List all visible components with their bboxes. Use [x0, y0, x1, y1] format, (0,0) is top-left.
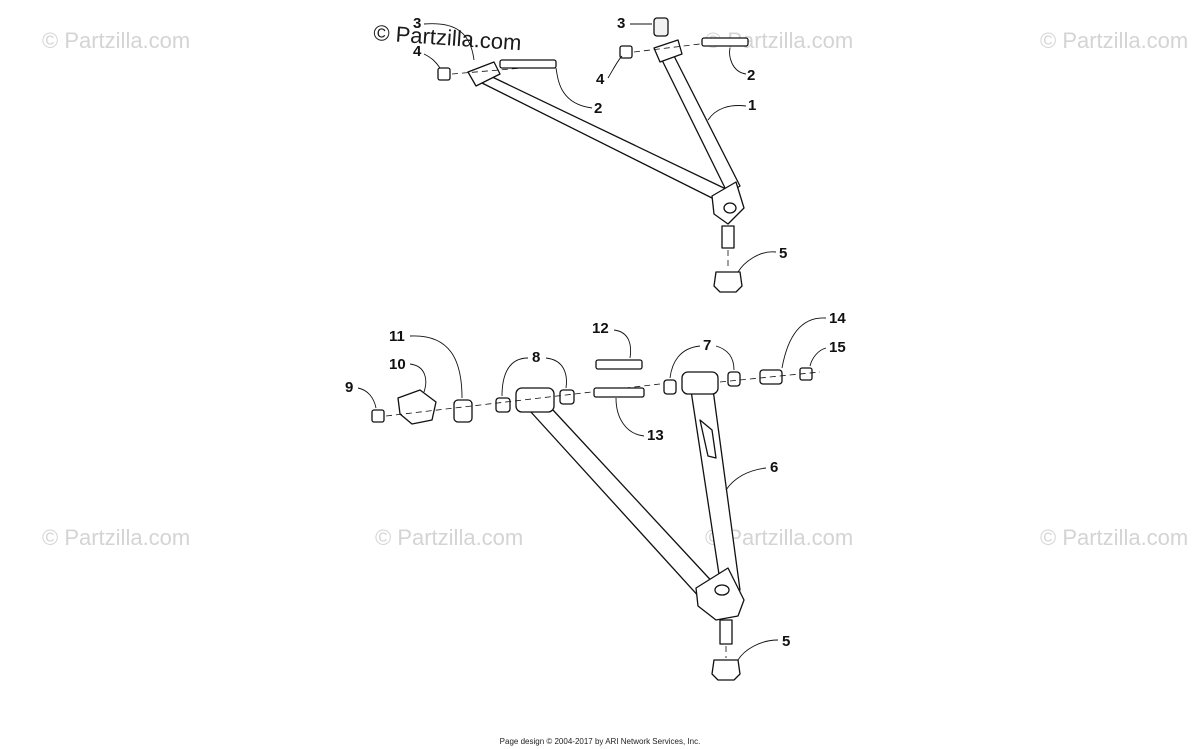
upper-arm-left-tab — [467, 61, 501, 87]
callout-lower-8: 8 — [532, 349, 540, 366]
callout-upper-3-right: 3 — [617, 15, 625, 32]
callout-lower-12: 12 — [592, 320, 609, 337]
watermark-bottom-left: © Partzilla.com — [42, 525, 190, 550]
callout-lower-11: 11 — [389, 328, 405, 345]
footer-copyright: Page design © 2004-2017 by ARI Network S… — [499, 737, 701, 746]
upper-arm-right-tab — [653, 39, 683, 63]
watermark-top-left: © Partzilla.com — [42, 28, 190, 53]
callout-upper-2-right: 2 — [747, 67, 755, 84]
callout-upper-5: 5 — [779, 245, 787, 262]
callout-lower-10: 10 — [389, 356, 406, 373]
lower-spacer-11 — [453, 399, 473, 423]
lower-bushing-7-right — [727, 371, 741, 387]
lower-castle-nut — [711, 659, 741, 681]
lower-bushing-8-right — [559, 389, 575, 405]
lower-arm-front-tube — [689, 381, 741, 595]
lower-bolt-13 — [593, 387, 645, 398]
upper-a-arm-assembly: 3 4 3 4 2 2 1 5 — [413, 15, 787, 293]
lower-bracket-10 — [397, 389, 437, 425]
callout-upper-1: 1 — [748, 97, 756, 114]
lower-arm-ball-joint-hole — [714, 584, 730, 596]
callout-lower-6: 6 — [770, 459, 778, 476]
lower-arm-rear-tube — [519, 395, 719, 601]
lower-a-arm-assembly: 11 10 9 8 12 13 7 14 15 6 5 — [345, 310, 846, 681]
callout-lower-14: 14 — [829, 310, 846, 327]
upper-left-bolt — [499, 59, 557, 69]
upper-arm-ball-joint-hole — [723, 202, 737, 214]
watermark-bottom-right: © Partzilla.com — [1040, 525, 1188, 550]
upper-right-nut — [619, 45, 633, 59]
callout-lower-13: 13 — [647, 427, 664, 444]
callout-lower-9: 9 — [345, 379, 353, 396]
callout-lower-15: 15 — [829, 339, 846, 356]
callout-upper-2-left: 2 — [594, 100, 602, 117]
callout-lower-7: 7 — [703, 337, 711, 354]
upper-right-bolt — [701, 37, 749, 47]
upper-ball-stud — [721, 225, 735, 249]
callout-upper-4-left: 4 — [413, 43, 422, 60]
lower-arm-left-housing — [515, 387, 555, 413]
lower-bushing-7-left — [663, 379, 677, 395]
lower-arm-bracket — [699, 419, 717, 459]
lower-ball-stud — [719, 619, 733, 645]
upper-castle-nut — [713, 271, 743, 293]
lower-bushing-8-left — [495, 397, 511, 413]
lower-arm-right-housing — [681, 371, 719, 395]
callout-upper-3-left: 3 — [413, 15, 421, 32]
upper-right-bushing — [653, 17, 669, 37]
callout-upper-4-right: 4 — [596, 71, 605, 88]
callout-lower-5: 5 — [782, 633, 790, 650]
upper-left-nut — [437, 67, 451, 81]
watermark-top-right: © Partzilla.com — [1040, 28, 1188, 53]
lower-nut-9 — [371, 409, 385, 423]
watermark-bottom-mid-left: © Partzilla.com — [375, 525, 523, 550]
lower-bolt-12 — [595, 359, 643, 370]
